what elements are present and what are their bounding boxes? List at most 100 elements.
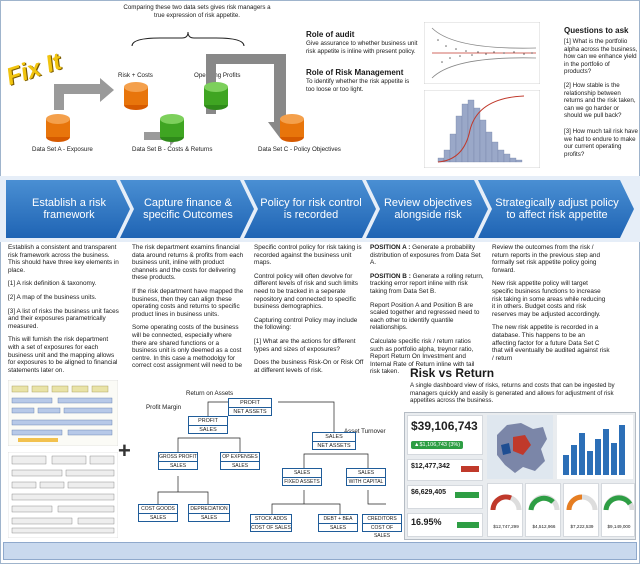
node-profit-sales-bottom: SALES [189, 425, 227, 434]
gauge-1-icon [490, 494, 522, 511]
col1-p1: Establish a consistent and transparent r… [8, 244, 119, 274]
return-on-assets-label: Return on Assets [186, 390, 234, 397]
node-creditors-bottom: COST OF SALES [363, 523, 401, 540]
risk-vs-return-title: Risk vs Return [410, 366, 495, 380]
gauge-card-3: $7,222,539 [563, 483, 599, 537]
node-cost-goods-bottom: SALES [139, 513, 177, 522]
node-sales-net-bottom: NET ASSETS [313, 441, 355, 450]
kpi-2-value: $12,477,342 [411, 463, 450, 470]
step-2-label: Capture finance & specific Outcomes [143, 196, 233, 221]
questions-title: Questions to ask [564, 26, 629, 35]
risk-costs-label: Risk + Costs [118, 72, 153, 79]
kpi-4-value: 16.95% [411, 517, 442, 527]
gauge-card-4: $9,149,000 [601, 483, 635, 537]
kpi-3-value: $6,629,405 [411, 489, 447, 496]
col4-p1: POSITION A : Generate a probability dist… [370, 244, 484, 267]
node-sales-net-assets: SALES NET ASSETS [312, 432, 356, 450]
distribution-histogram [424, 90, 540, 168]
profit-margin-label: Profit Margin [146, 404, 182, 411]
column-4: POSITION A : Generate a probability dist… [370, 244, 484, 382]
gauge-card-2: $4,512,966 [525, 483, 561, 537]
col1-p4: [3] A list of risks the business unit fa… [8, 307, 119, 330]
step-3-chevron: Policy for risk control is recorded [244, 180, 376, 238]
node-gross-profit-bottom: SALES [159, 461, 197, 470]
data-set-c-cylinder [280, 114, 304, 142]
step-2-chevron: Capture finance & specific Outcomes [120, 180, 254, 238]
node-capital-top: SALES [357, 470, 375, 476]
node-sales-net-top: SALES [325, 434, 343, 440]
col2-p3: Some operating costs of the business wil… [132, 324, 243, 370]
operating-profits-cylinder [204, 82, 228, 110]
node-profit-net-assets: PROFIT NET ASSETS [228, 398, 272, 416]
bar-chart-icon [557, 415, 633, 479]
funnel-scatter-chart [424, 22, 540, 84]
gauge-3-icon [566, 494, 598, 511]
kpi-big-delta: ▲$1,106,743 (3%) [411, 441, 464, 449]
node-gross-profit-top: GROSS PROFIT [159, 454, 197, 460]
node-stock-adds-bottom: COST OF SALES [251, 523, 291, 531]
step-5-chevron: Strategically adjust policy to affect ri… [478, 180, 634, 238]
data-set-b-caption: Data Set B - Costs & Returns [132, 146, 213, 153]
step-4-label: Review objectives alongside risk [383, 196, 473, 221]
return-tree-connectors [157, 401, 386, 514]
column-2: The risk department examins financial da… [132, 244, 246, 376]
node-net-assets-text: NET ASSETS [229, 407, 271, 416]
europe-map-icon [487, 415, 553, 479]
risk-vs-return-text: A single dashboard view of risks, return… [410, 382, 615, 405]
step-1-label: Establish a risk framework [32, 196, 106, 221]
operating-profits-label: Operating Profits [194, 72, 241, 79]
node-fixed-bottom: FIXED ASSETS [283, 477, 321, 485]
data-set-a-cylinder [46, 114, 70, 142]
step-3-label: Policy for risk control is recorded [260, 196, 362, 221]
dashboard: $39,106,743 ▲$1,106,743 (3%) $12,477,342… [404, 412, 636, 540]
col3-p4: [1] What are the actions for different t… [254, 337, 356, 353]
node-depreciation-top: DEPRECIATION [190, 506, 228, 512]
column-1: Establish a consistent and transparent r… [8, 244, 120, 380]
position-a-label: POSITION A : [370, 244, 411, 251]
col4-p4: Calculate specific risk / return ratios … [370, 337, 475, 376]
position-b-text: Generate a rolling return, tracking erro… [370, 272, 484, 295]
node-debt-bea-bottom: SALES [319, 523, 357, 532]
question-1: [1] What is the portfolio alpha across t… [564, 38, 638, 76]
gauge-2-icon [528, 494, 560, 511]
role-of-risk-title: Role of Risk Management [306, 68, 404, 77]
exposure-diagram-thumbnail [8, 452, 118, 538]
column-5: Review the outcomes from the risk / retu… [492, 244, 610, 368]
node-fixed-top: SALES [293, 470, 311, 476]
node-profit-sales-top: PROFIT [198, 418, 218, 424]
node-profit-text: PROFIT [240, 400, 260, 406]
node-sales-with-capital: SALES WITH CAPITAL [346, 468, 386, 486]
col2-p2: If the risk department have mapped the b… [132, 287, 244, 318]
col3-p3: Capturing control Policy may include the… [254, 316, 358, 332]
asset-turnover-label: Asset Turnover [344, 428, 386, 435]
col4-p2: POSITION B : Generate a rolling return, … [370, 273, 484, 296]
col3-p2: Control policy will often devolve for di… [254, 272, 358, 311]
kpi-3-bar [455, 492, 479, 498]
node-cost-goods-top: COST GOODS [141, 506, 175, 512]
footer-bar [3, 542, 637, 560]
col1-p2: [1] A risk definition & taxonomy. [8, 280, 97, 288]
gauge-1-value: $12,747,299 [493, 524, 519, 529]
data-set-c-caption: Data Set C - Policy Objectives [258, 146, 341, 153]
gauge-2-value: $4,512,966 [532, 524, 556, 529]
kpi-4-card: 16.95% [407, 513, 483, 537]
gauge-4-value: $9,149,000 [607, 524, 631, 529]
column-3: Specific control policy for risk taking … [254, 244, 368, 380]
kpi-2-bar [461, 466, 479, 472]
gauge-3-value: $7,222,539 [570, 524, 594, 529]
col3-p1: Specific control policy for risk taking … [254, 244, 362, 267]
col4-p3: Report Position A and Position B are sca… [370, 301, 480, 332]
node-op-expenses: OP EXPENSES SALES [220, 452, 260, 470]
node-stock-adds-top: STOCK ADDS [254, 516, 288, 522]
node-debt-bea: DEBT + BEA SALES [318, 514, 358, 532]
col1-p5: This will furnish the risk department wi… [8, 336, 118, 374]
node-cost-goods: COST GOODS SALES [138, 504, 178, 522]
col1-p3: [2] A map of the business units. [8, 293, 97, 301]
kpi-3-card: $6,629,405 [407, 485, 483, 509]
compare-note: Comparing these two data sets gives risk… [123, 4, 271, 19]
role-of-risk-text: To identify whether the risk appetite is… [306, 78, 410, 93]
data-set-a-caption: Data Set A - Exposure [32, 146, 93, 153]
position-a-text: Generate a probability distribution of e… [370, 244, 481, 267]
col3-p5: Does the business Risk-On or Risk Off at… [254, 359, 364, 374]
node-creditors: CREDITORS COST OF SALES [362, 514, 402, 539]
